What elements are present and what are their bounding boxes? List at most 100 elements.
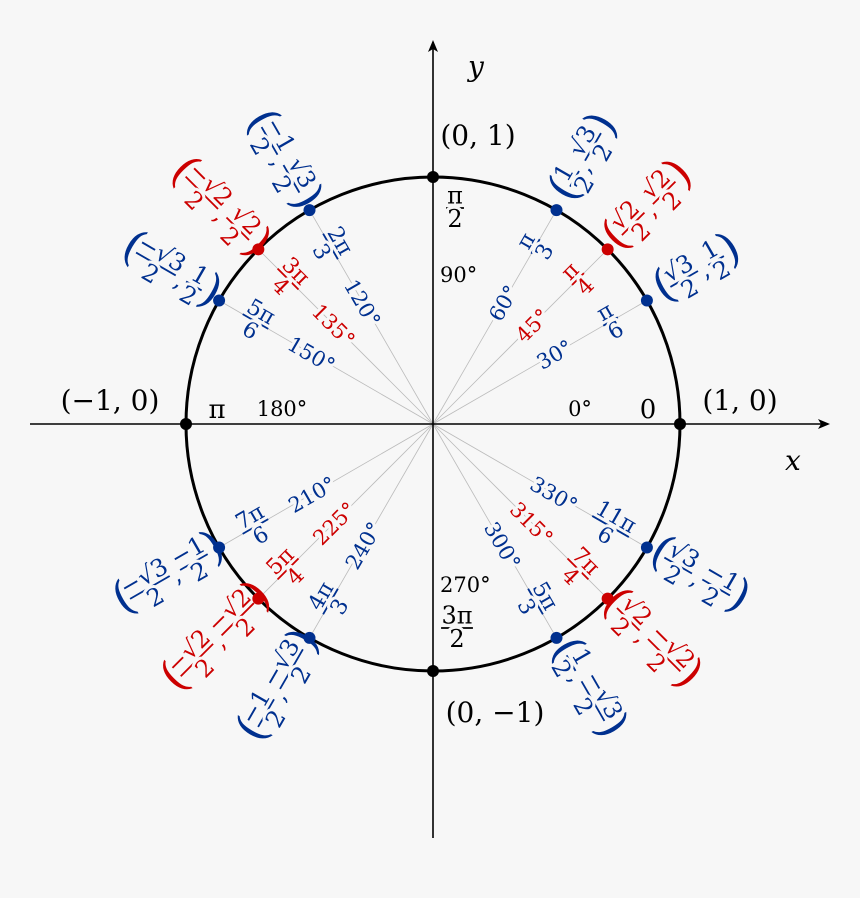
degree-text: 45° <box>511 304 554 347</box>
radian-fraction-bar <box>242 313 269 330</box>
y-coordinate-bar <box>584 132 602 162</box>
radian-fraction-bar <box>591 515 630 538</box>
y-coordinate-denominator: 2 <box>587 139 619 166</box>
y-coordinate-bar <box>185 280 203 292</box>
radian-label-180: π <box>208 395 225 425</box>
coordinate-label-240: (−12,−√32) <box>225 619 330 749</box>
radian-fraction-bar <box>242 518 269 535</box>
x-axis-label: x <box>785 444 801 477</box>
radian-fraction: π2 <box>444 179 466 237</box>
y-axis-label: y <box>466 50 485 83</box>
radian-fraction-denominator: 6 <box>604 317 629 346</box>
coordinate-label-180: (−1, 0) <box>61 384 160 417</box>
radian-fraction-denominator: 3 <box>531 240 560 265</box>
point-45 <box>601 243 614 256</box>
radian-fraction-denominator: 2 <box>447 205 462 233</box>
degree-label-45: 45° <box>508 301 557 350</box>
radian-fraction-numerator: π <box>447 182 463 210</box>
y-coordinate-bar <box>225 216 250 241</box>
point-240 <box>303 631 316 644</box>
point-135 <box>252 243 265 256</box>
radian-fraction: 5π6 <box>235 291 283 348</box>
radian-label-0: 0 <box>640 395 657 425</box>
degree-text: 30° <box>533 335 577 374</box>
radian-label-210: 7π6 <box>229 496 277 553</box>
coordinate-label-30: (√32,12) <box>643 221 749 312</box>
radian-fraction-bar <box>527 588 544 615</box>
degree-label-180: 180° <box>257 397 308 421</box>
y-coordinate-bar <box>701 578 731 597</box>
coordinate-label-0: (1, 0) <box>702 384 777 417</box>
radian-label-90: π2 <box>444 179 466 237</box>
x-coordinate-bar <box>129 575 171 600</box>
x-coordinate-denominator: 2 <box>137 258 164 290</box>
y-coordinate-bar <box>647 638 681 672</box>
radian-fraction-denominator: 6 <box>249 522 274 551</box>
radian-fraction-denominator: 3 <box>307 240 336 265</box>
x-coordinate-numerator: −√3 <box>115 552 173 602</box>
radian-fraction-bar <box>566 557 590 581</box>
radian-fraction-bar <box>571 272 585 286</box>
radian-label-60: π3 <box>509 226 562 268</box>
coordinate-label-270: (0, −1) <box>446 696 545 729</box>
radian-fraction: 5π3 <box>509 575 566 623</box>
y-coordinate-denominator: 2 <box>266 171 298 198</box>
coordinate-label-60: (12,√32) <box>537 103 628 209</box>
x-coordinate-bar <box>569 170 580 188</box>
radian-label-120: 2π3 <box>304 220 361 268</box>
point-120 <box>303 204 316 217</box>
degree-label-90: 90° <box>440 263 477 287</box>
y-coordinate-denominator: 2 <box>697 581 724 613</box>
point-315 <box>601 592 614 605</box>
y-coordinate-bar <box>220 602 255 637</box>
degree-label-30: 30° <box>530 332 580 377</box>
y-coordinate-denominator: 2 <box>567 693 599 720</box>
degree-label-60: 60° <box>481 278 526 328</box>
point-0 <box>674 418 686 430</box>
x-coordinate-bar <box>621 211 646 236</box>
radian-fraction: π6 <box>590 295 632 348</box>
x-coordinate-bar <box>616 607 641 632</box>
radian-fraction-denominator: 6 <box>593 522 618 551</box>
y-coordinate-bar <box>279 648 304 690</box>
radian-fraction: 3π2 <box>438 599 475 657</box>
x-coordinate-denominator: 2 <box>142 581 169 613</box>
radian-label-240: 4π3 <box>300 575 357 623</box>
point-300 <box>550 631 563 644</box>
degree-label-270: 270° <box>440 573 491 597</box>
y-coordinate-bar <box>652 180 677 205</box>
point-210 <box>213 541 226 554</box>
y-coordinate-bar <box>707 255 725 266</box>
radian-label-270: 3π2 <box>438 599 475 657</box>
radian-label-30: π6 <box>590 295 632 348</box>
radian-fraction-bar <box>276 267 300 291</box>
x-coordinate-bar <box>257 698 275 728</box>
y-coordinate-bar <box>179 553 209 571</box>
coordinate-label-90: (0, 1) <box>440 119 515 152</box>
point-60 <box>550 204 563 217</box>
y-coordinate-bar <box>282 164 301 194</box>
radian-fraction-denominator: 6 <box>238 317 263 346</box>
y-coordinate-denominator: 2 <box>285 661 317 688</box>
radian-fraction-bar <box>322 233 339 260</box>
coordinate-label-300: (12,−√32) <box>541 628 639 746</box>
degree-label-0: 0° <box>568 397 592 421</box>
x-coordinate-bar <box>669 270 699 288</box>
point-30 <box>640 294 653 307</box>
x-coordinate-bar <box>260 126 279 156</box>
radian-fraction: π3 <box>509 226 562 268</box>
x-coordinate-bar <box>135 251 177 277</box>
radian-fraction-denominator: 2 <box>449 625 464 653</box>
radian-fraction: 4π3 <box>300 575 357 623</box>
point-180 <box>180 418 192 430</box>
point-330 <box>640 541 653 554</box>
degree-text: 60° <box>484 281 523 325</box>
radian-fraction-bar <box>530 238 541 255</box>
radian-fraction-bar <box>276 557 300 581</box>
coordinate-label-150: (−√32,12) <box>113 220 231 318</box>
radian-fraction-bar <box>322 588 339 615</box>
radian-fraction: 2π3 <box>304 220 361 268</box>
radian-fraction: 7π6 <box>229 496 277 553</box>
x-coordinate-bar <box>180 643 214 677</box>
